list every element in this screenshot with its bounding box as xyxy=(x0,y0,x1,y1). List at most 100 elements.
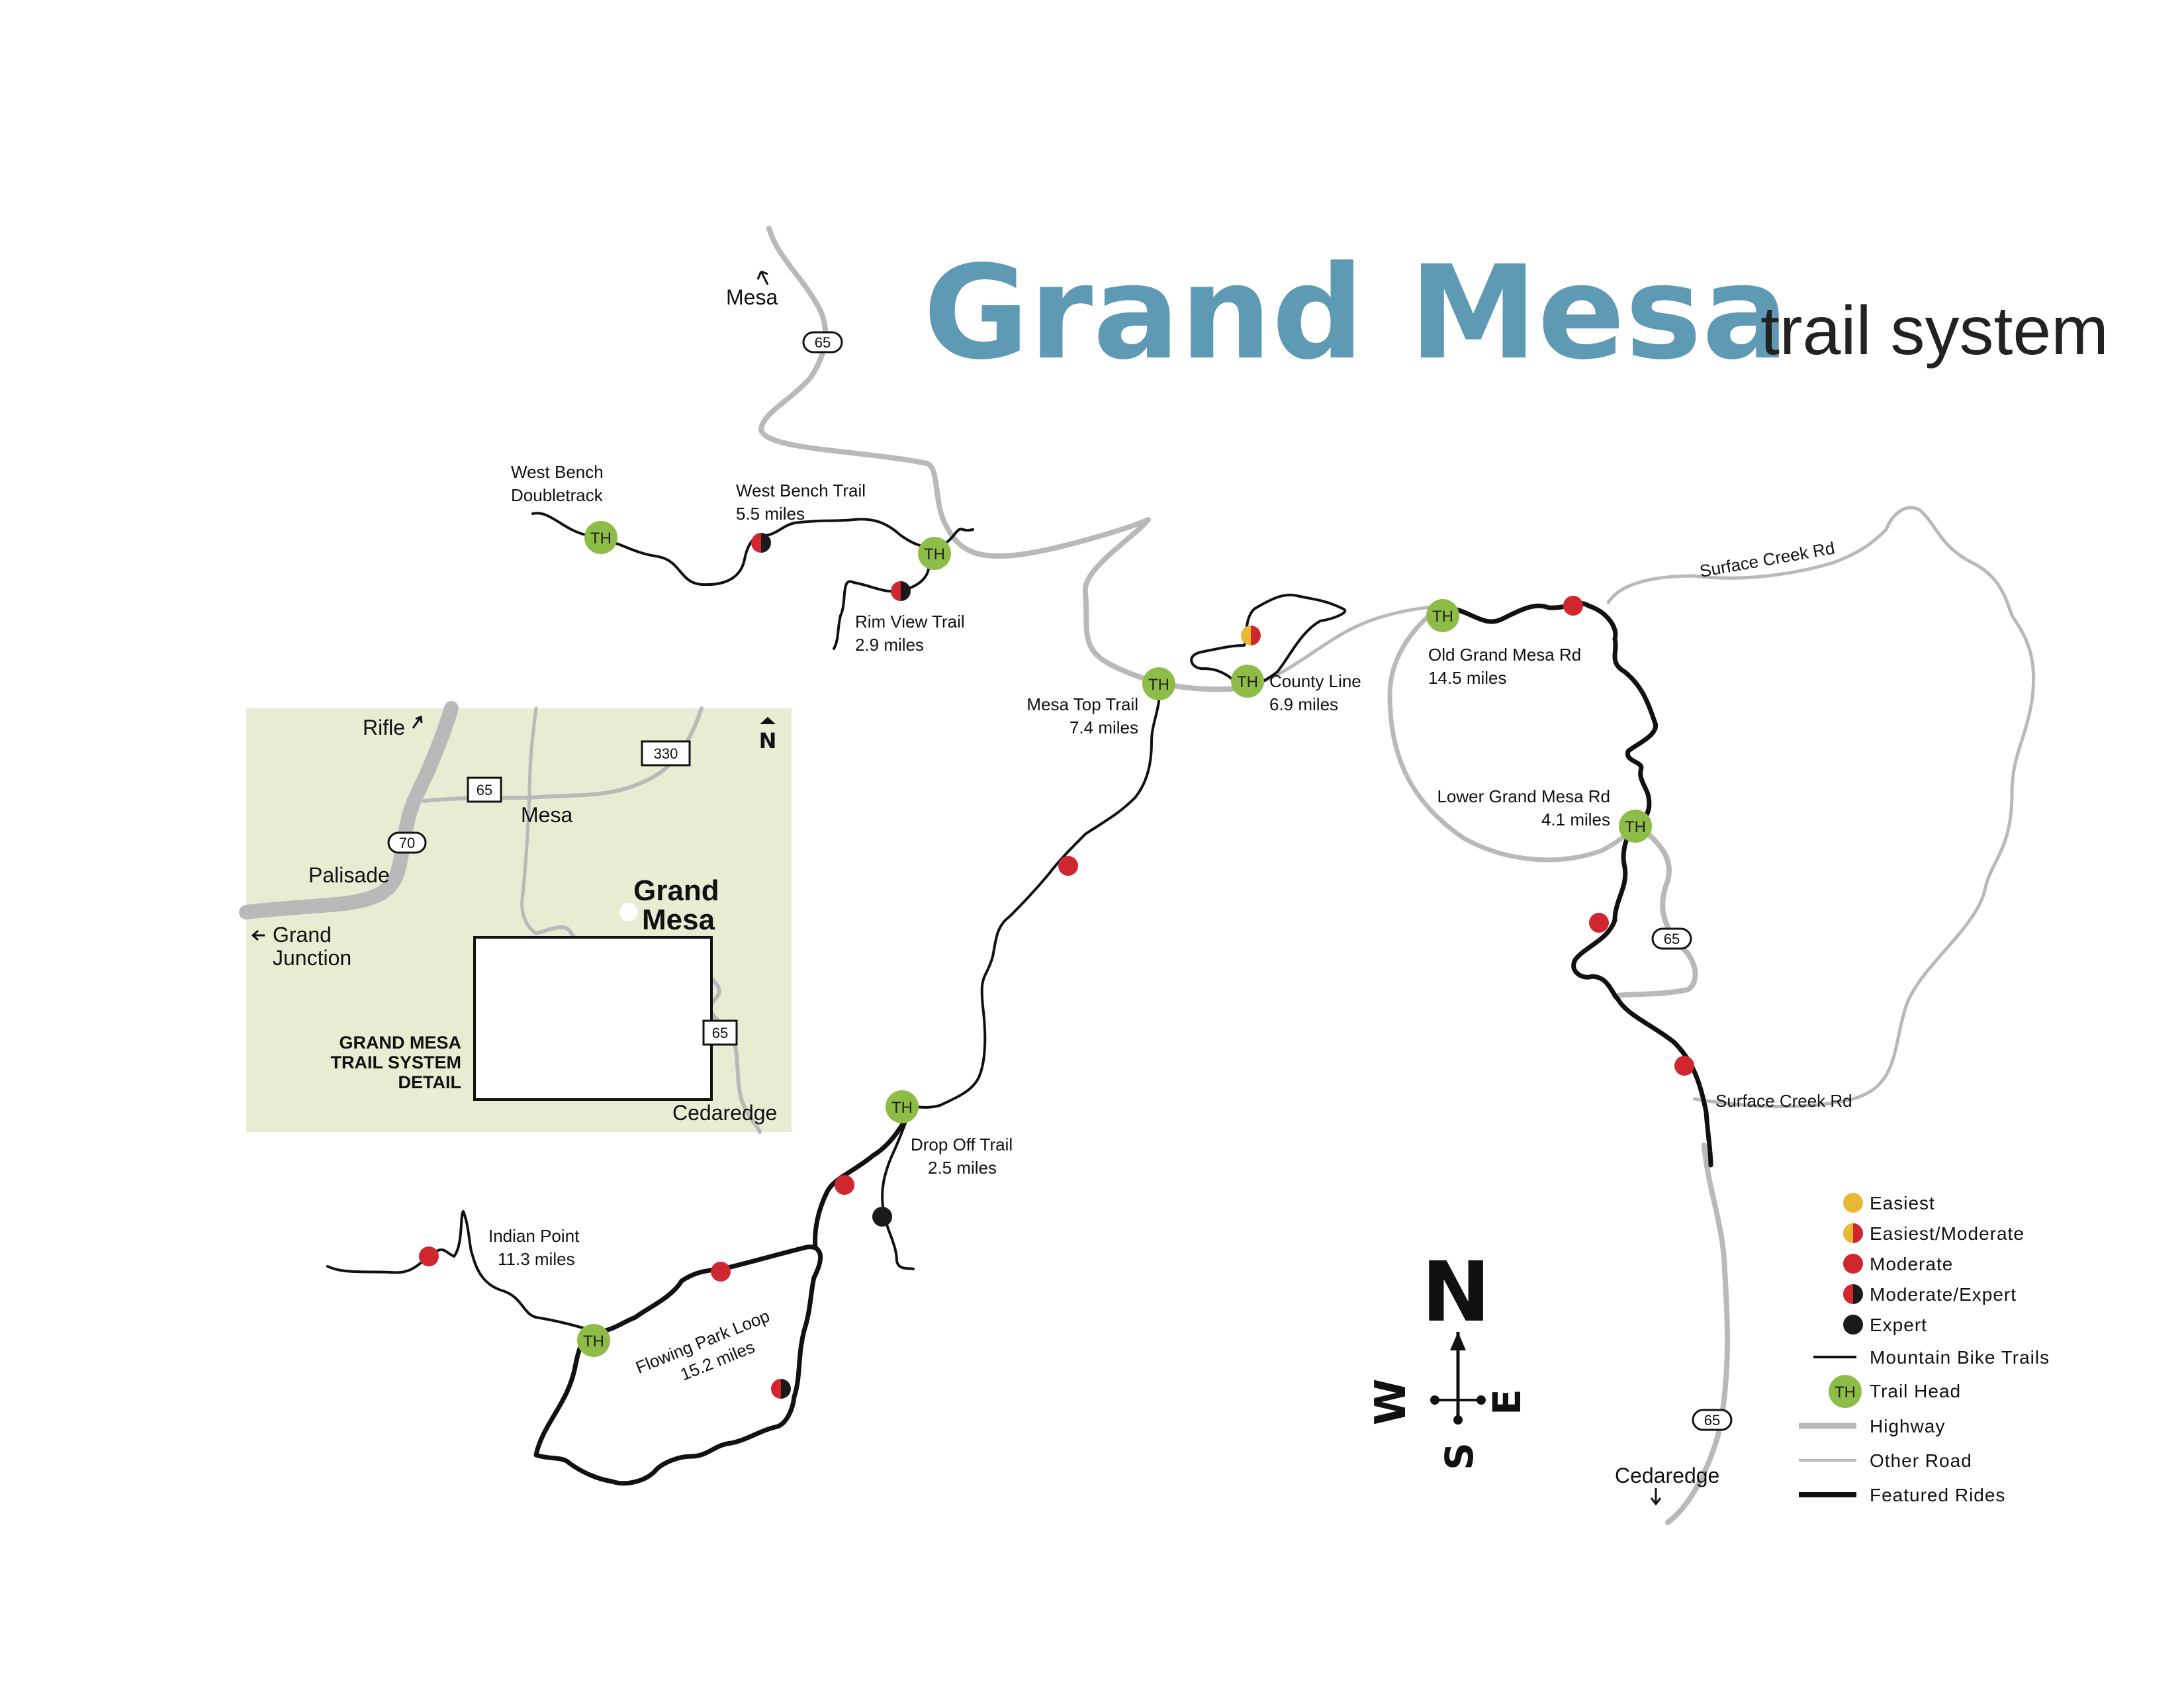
svg-text:TH: TH xyxy=(1237,673,1258,691)
highway-65-cedaredge xyxy=(1665,1143,1730,1525)
map-subtitle: trail system xyxy=(1760,293,2109,369)
label-west-bench-trail-1: West Bench Trail xyxy=(736,481,866,500)
inset-label-grand-mesa-1: Grand xyxy=(633,874,719,907)
legend-highway: Highway xyxy=(1799,1416,1945,1436)
moderate-expert-marker[interactable] xyxy=(751,533,771,553)
svg-text:TH: TH xyxy=(1432,608,1453,626)
label-county-line-1: County Line xyxy=(1269,671,1361,691)
legend-featured-rides: Featured Rides xyxy=(1799,1485,2005,1505)
svg-text:TH: TH xyxy=(1835,1383,1856,1401)
svg-text:Other Road: Other Road xyxy=(1870,1450,1972,1471)
svg-text:Expert: Expert xyxy=(1870,1315,1927,1335)
place-mesa: Mesa xyxy=(726,270,778,309)
trailhead-west-bench[interactable]: TH xyxy=(918,537,951,570)
moderate-expert-marker[interactable] xyxy=(891,581,911,601)
arrow-icon xyxy=(756,270,769,285)
svg-text:65: 65 xyxy=(712,1025,728,1041)
svg-text:Highway: Highway xyxy=(1870,1416,1945,1436)
moderate-marker[interactable] xyxy=(1674,1056,1694,1076)
county-line-path xyxy=(1190,593,1347,690)
expert-marker[interactable] xyxy=(872,1207,892,1227)
label-rim-view-trail-2: 2.9 miles xyxy=(855,635,924,655)
label-mesa-top-trail-2: 7.4 miles xyxy=(1069,718,1138,737)
svg-text:Easiest: Easiest xyxy=(1870,1193,1935,1213)
legend-moderate: Moderate xyxy=(1843,1254,1953,1274)
legend-mountain-bike-trails: Mountain Bike Trails xyxy=(1813,1347,2050,1368)
mesa-top-trail-path xyxy=(911,680,1161,1109)
label-drop-off-trail-1: Drop Off Trail xyxy=(911,1135,1013,1154)
svg-text:Featured Rides: Featured Rides xyxy=(1870,1485,2005,1505)
moderate-marker[interactable] xyxy=(835,1175,854,1195)
svg-text:65: 65 xyxy=(477,782,492,798)
svg-text:330: 330 xyxy=(654,745,678,762)
legend-easiest-moderate: Easiest/Moderate xyxy=(1843,1223,2025,1244)
compass-n: N xyxy=(1422,1244,1491,1340)
arrow-down-icon xyxy=(1650,1488,1662,1506)
arrow-left-icon xyxy=(251,929,265,941)
svg-text:TH: TH xyxy=(1625,818,1646,836)
svg-text:70: 70 xyxy=(399,835,415,851)
label-lower-grand-mesa-rd-2: 4.1 miles xyxy=(1541,810,1610,829)
inset-label-cedaredge: Cedaredge xyxy=(672,1101,777,1125)
trailhead-indian-point[interactable]: TH xyxy=(577,1324,610,1357)
inset-shield-65-bottom: 65 xyxy=(702,1019,738,1046)
trailhead-county-line[interactable]: TH xyxy=(1231,665,1264,698)
svg-text:Moderate: Moderate xyxy=(1870,1254,1953,1274)
grand-mesa-dot xyxy=(619,903,638,921)
legend-moderate-expert: Moderate/Expert xyxy=(1843,1284,2016,1305)
highway-65-north xyxy=(758,226,1244,692)
label-indian-point-1: Indian Point xyxy=(488,1226,580,1246)
compass-rose: N W E S xyxy=(1367,1244,1529,1470)
moderate-marker[interactable] xyxy=(1058,856,1078,876)
legend: Easiest Easiest/Moderate Moderate Modera… xyxy=(1799,1193,2050,1505)
legend-easiest: Easiest xyxy=(1843,1193,1935,1213)
label-county-line-2: 6.9 miles xyxy=(1269,694,1338,714)
svg-text:TH: TH xyxy=(590,530,612,547)
highway-65-south xyxy=(1612,821,1698,999)
compass-s: S xyxy=(1437,1442,1482,1470)
inset-label-grand-junction-2: Junction xyxy=(273,946,351,970)
highway-shield-bottom: 65 xyxy=(1692,1409,1733,1431)
moderate-expert-marker[interactable] xyxy=(771,1379,791,1399)
svg-text:Mountain Bike Trails: Mountain Bike Trails xyxy=(1870,1347,2050,1368)
legend-other-road: Other Road xyxy=(1799,1450,1972,1471)
label-west-bench-doubletrack-2: Doubletrack xyxy=(511,485,604,505)
label-drop-off-trail-2: 2.5 miles xyxy=(928,1158,997,1178)
featured-rides-layer xyxy=(533,601,1713,1486)
moderate-marker[interactable] xyxy=(1589,913,1609,933)
svg-text:Easiest/Moderate: Easiest/Moderate xyxy=(1870,1223,2025,1244)
label-old-grand-mesa-rd-1: Old Grand Mesa Rd xyxy=(1428,645,1581,665)
trailheads: TH TH TH TH TH TH TH TH xyxy=(577,521,1652,1357)
svg-text:N: N xyxy=(759,728,777,753)
inset-shield-330: 330 xyxy=(641,740,691,767)
label-west-bench-trail-2: 5.5 miles xyxy=(736,504,805,524)
label-old-grand-mesa-rd-2: 14.5 miles xyxy=(1428,668,1507,688)
inset-detail-line3: DETAIL xyxy=(398,1072,462,1092)
difficulty-markers xyxy=(419,533,1694,1399)
inset-label-grand-mesa-2: Mesa xyxy=(642,904,715,936)
trailhead-drop-off[interactable]: TH xyxy=(886,1090,919,1123)
easiest-moderate-marker[interactable] xyxy=(1241,626,1261,645)
inset-north-arrow: N xyxy=(759,717,777,753)
rim-view-trail-path xyxy=(833,551,931,650)
lower-grand-mesa-rd-path xyxy=(1571,821,1713,1168)
trailhead-west-bench-doubletrack[interactable]: TH xyxy=(584,521,617,554)
moderate-marker[interactable] xyxy=(711,1262,731,1282)
inset-detail-box xyxy=(473,936,713,1101)
trailhead-mesa-top[interactable]: TH xyxy=(1142,667,1175,700)
svg-text:65: 65 xyxy=(1704,1412,1720,1429)
inset-shield-65-top: 65 xyxy=(467,776,502,803)
place-cedaredge: Cedaredge xyxy=(1615,1464,1719,1506)
svg-text:65: 65 xyxy=(815,334,831,351)
highway-shield-top: 65 xyxy=(802,331,843,353)
label-west-bench-doubletrack-1: West Bench xyxy=(511,462,604,482)
old-grand-mesa-rd-path xyxy=(1440,601,1658,827)
moderate-marker[interactable] xyxy=(1563,596,1583,616)
road-lower-loop xyxy=(1387,603,1641,863)
trailhead-old-grand-mesa[interactable]: TH xyxy=(1426,599,1459,632)
trailhead-lower-grand-mesa[interactable]: TH xyxy=(1619,810,1652,843)
moderate-marker[interactable] xyxy=(419,1246,439,1266)
compass-w: W xyxy=(1367,1379,1416,1426)
roads-layer xyxy=(758,226,2036,1525)
inset-map: 70 65 330 65 Rifle Mesa Palisade Grand J… xyxy=(239,701,792,1134)
